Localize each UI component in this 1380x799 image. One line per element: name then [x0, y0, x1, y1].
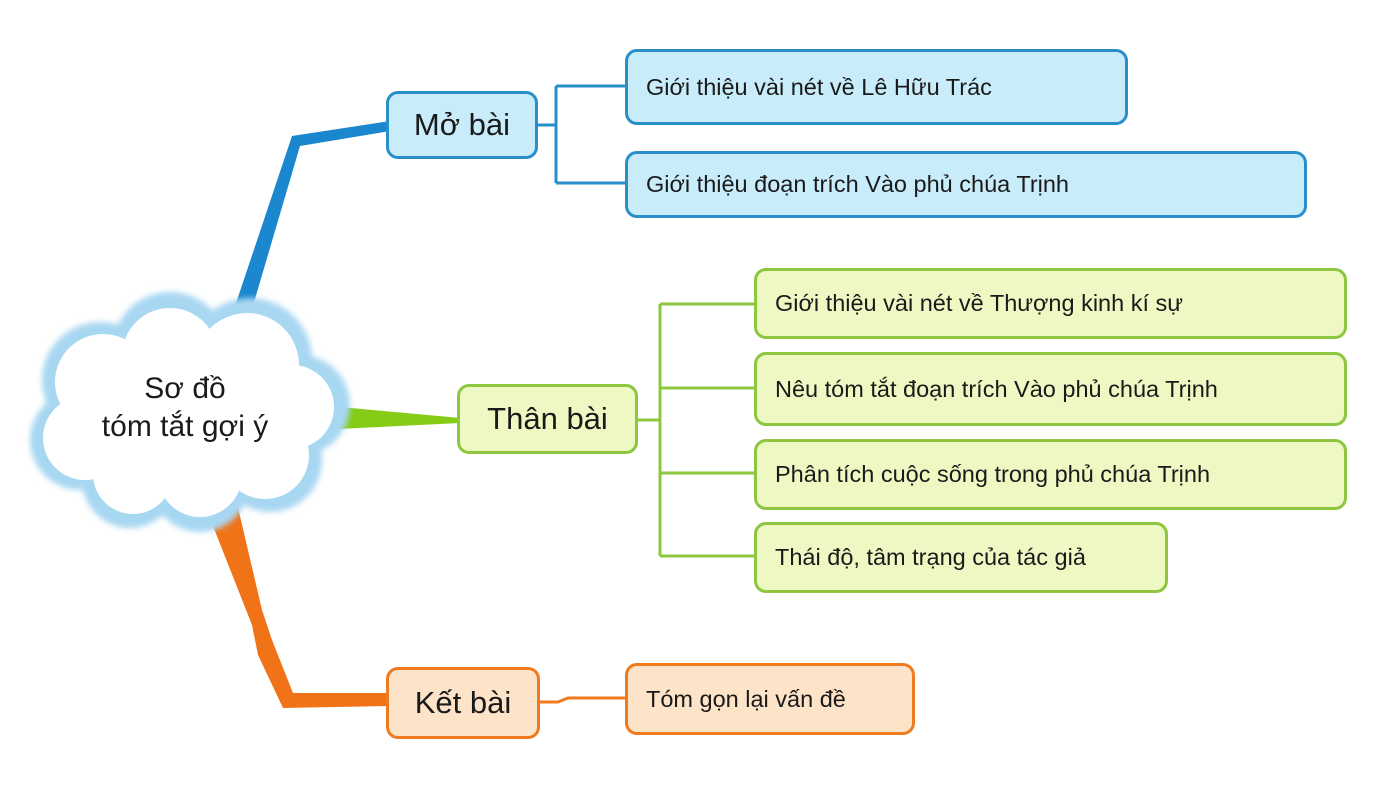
leaf-ket-bai-1-label: Tóm gọn lại vấn đề: [646, 685, 846, 712]
leaf-than-bai-1-label: Giới thiệu vài nét về Thượng kinh kí sự: [775, 290, 1184, 316]
leaf-than-bai-4[interactable]: Thái độ, tâm trạng của tác giả: [754, 522, 1168, 593]
central-topic-line-1: Sơ đồ: [144, 372, 226, 405]
connector-than-bai: [318, 405, 460, 430]
leaf-than-bai-3[interactable]: Phân tích cuộc sống trong phủ chúa Trịnh: [754, 439, 1347, 510]
branch-ket-bai[interactable]: Kết bài: [386, 667, 540, 739]
leaf-than-bai-2[interactable]: Nêu tóm tắt đoạn trích Vào phủ chúa Trịn…: [754, 352, 1347, 426]
branch-mo-bai[interactable]: Mở bài: [386, 91, 538, 159]
leaf-mo-bai-2-label: Giới thiệu đoạn trích Vào phủ chúa Trịnh: [646, 171, 1069, 197]
connectors-than-bai-children: [638, 302, 757, 558]
leaf-than-bai-4-label: Thái độ, tâm trạng của tác giả: [775, 544, 1086, 570]
branch-ket-bai-label: Kết bài: [414, 685, 512, 720]
branch-than-bai[interactable]: Thân bài: [457, 384, 638, 454]
leaf-than-bai-3-label: Phân tích cuộc sống trong phủ chúa Trịnh: [775, 461, 1211, 487]
connector-ket-bai-child: [540, 696, 628, 704]
cloud-shape: [30, 292, 350, 532]
leaf-than-bai-2-label: Nêu tóm tắt đoạn trích Vào phủ chúa Trịn…: [775, 375, 1218, 402]
connector-mo-bai: [198, 121, 390, 350]
leaf-mo-bai-2[interactable]: Giới thiệu đoạn trích Vào phủ chúa Trịnh: [625, 151, 1307, 218]
leaf-ket-bai-1[interactable]: Tóm gọn lại vấn đề: [625, 663, 915, 735]
connectors-mo-bai-children: [538, 84, 628, 185]
leaf-mo-bai-1[interactable]: Giới thiệu vài nét về Lê Hữu Trác: [625, 49, 1128, 125]
central-topic-line-2: tóm tắt gợi ý: [101, 410, 269, 443]
leaf-than-bai-1[interactable]: Giới thiệu vài nét về Thượng kinh kí sự: [754, 268, 1347, 339]
branch-than-bai-label: Thân bài: [487, 401, 608, 436]
branch-mo-bai-label: Mở bài: [413, 107, 511, 142]
leaf-mo-bai-1-label: Giới thiệu vài nét về Lê Hữu Trác: [646, 73, 992, 100]
central-topic: Sơ đồ tóm tắt gợi ý: [55, 370, 315, 446]
